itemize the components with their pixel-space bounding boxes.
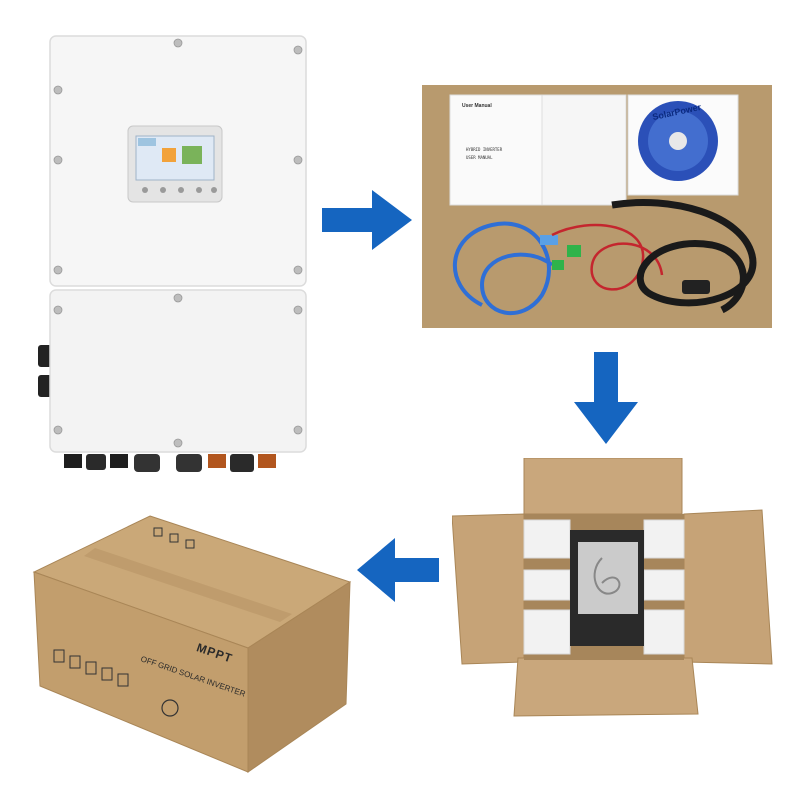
closed-box-photo: MPPT OFF GRID SOLAR INVERTER [30, 510, 355, 780]
connector-plug [682, 280, 710, 294]
lcd-grid-icon [182, 146, 202, 164]
manual-line1: HYBRID INVERTER [466, 147, 503, 152]
terminal-block [567, 245, 581, 257]
box-flap-right [683, 509, 773, 665]
display-buttons [142, 187, 217, 193]
communication-cable [453, 221, 554, 315]
box-flap-top [523, 458, 683, 515]
arrow-left-icon [355, 536, 441, 604]
screws [53, 38, 303, 448]
terminal-block [552, 260, 564, 270]
arrow-right-icon [320, 188, 415, 252]
inverter-lower-body [49, 289, 307, 453]
bagged-cable [593, 557, 621, 595]
top-symbols [153, 527, 195, 549]
foam-padding [523, 519, 685, 655]
manual-line2: USER MANUAL [466, 155, 493, 160]
accessories-photo: User Manual HYBRID INVERTER USER MANUAL … [422, 85, 772, 328]
box-flap-bottom [513, 657, 699, 717]
inverter-photo [30, 30, 320, 475]
recycle-icon [161, 699, 179, 717]
box-tape [84, 548, 292, 622]
arrow-down-icon [572, 350, 640, 446]
cable-glands [64, 454, 276, 472]
manual-page [449, 94, 543, 206]
open-box-photo [452, 458, 774, 718]
red-wire [551, 223, 664, 291]
warranty-page [541, 94, 627, 206]
battery-cable [611, 199, 757, 314]
side-connector [38, 345, 52, 367]
handling-symbols [53, 649, 129, 687]
lcd-panel-icon [138, 138, 156, 146]
usb-plug [540, 235, 558, 245]
manual-title: User Manual [462, 103, 492, 109]
lcd-battery-icon [162, 148, 176, 162]
box-side [247, 581, 351, 773]
box-flap-left [452, 513, 525, 665]
side-connector [38, 375, 52, 397]
